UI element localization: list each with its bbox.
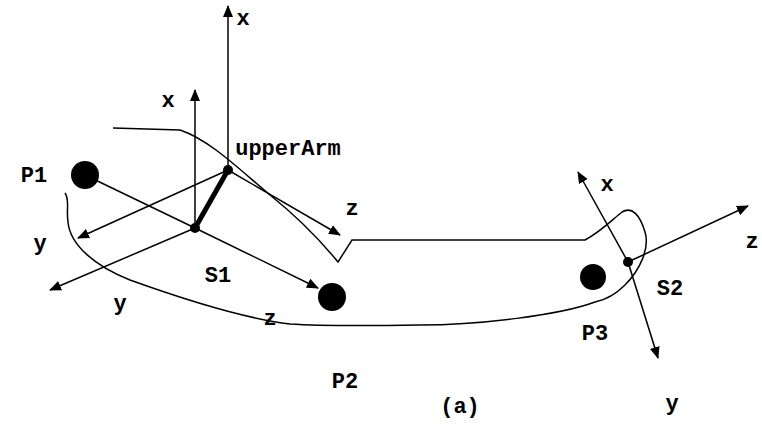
axis-label: x (161, 91, 174, 113)
point-label: P1 (21, 166, 47, 188)
axis-label: x (236, 9, 249, 31)
point-label: P2 (332, 372, 358, 394)
axis-label: z (345, 199, 358, 221)
axis-label: y (113, 294, 126, 316)
point-label: P3 (582, 324, 608, 346)
axis-label: x (600, 175, 613, 197)
frame-label: upperArm (235, 139, 341, 161)
axis-label: z (263, 309, 276, 331)
frame-label: S2 (657, 279, 683, 301)
axis-label: z (745, 232, 758, 254)
frame-label: S1 (205, 266, 231, 288)
axis-label: y (33, 234, 46, 256)
axis-label: y (665, 394, 678, 416)
caption-label: (a) (440, 397, 480, 419)
